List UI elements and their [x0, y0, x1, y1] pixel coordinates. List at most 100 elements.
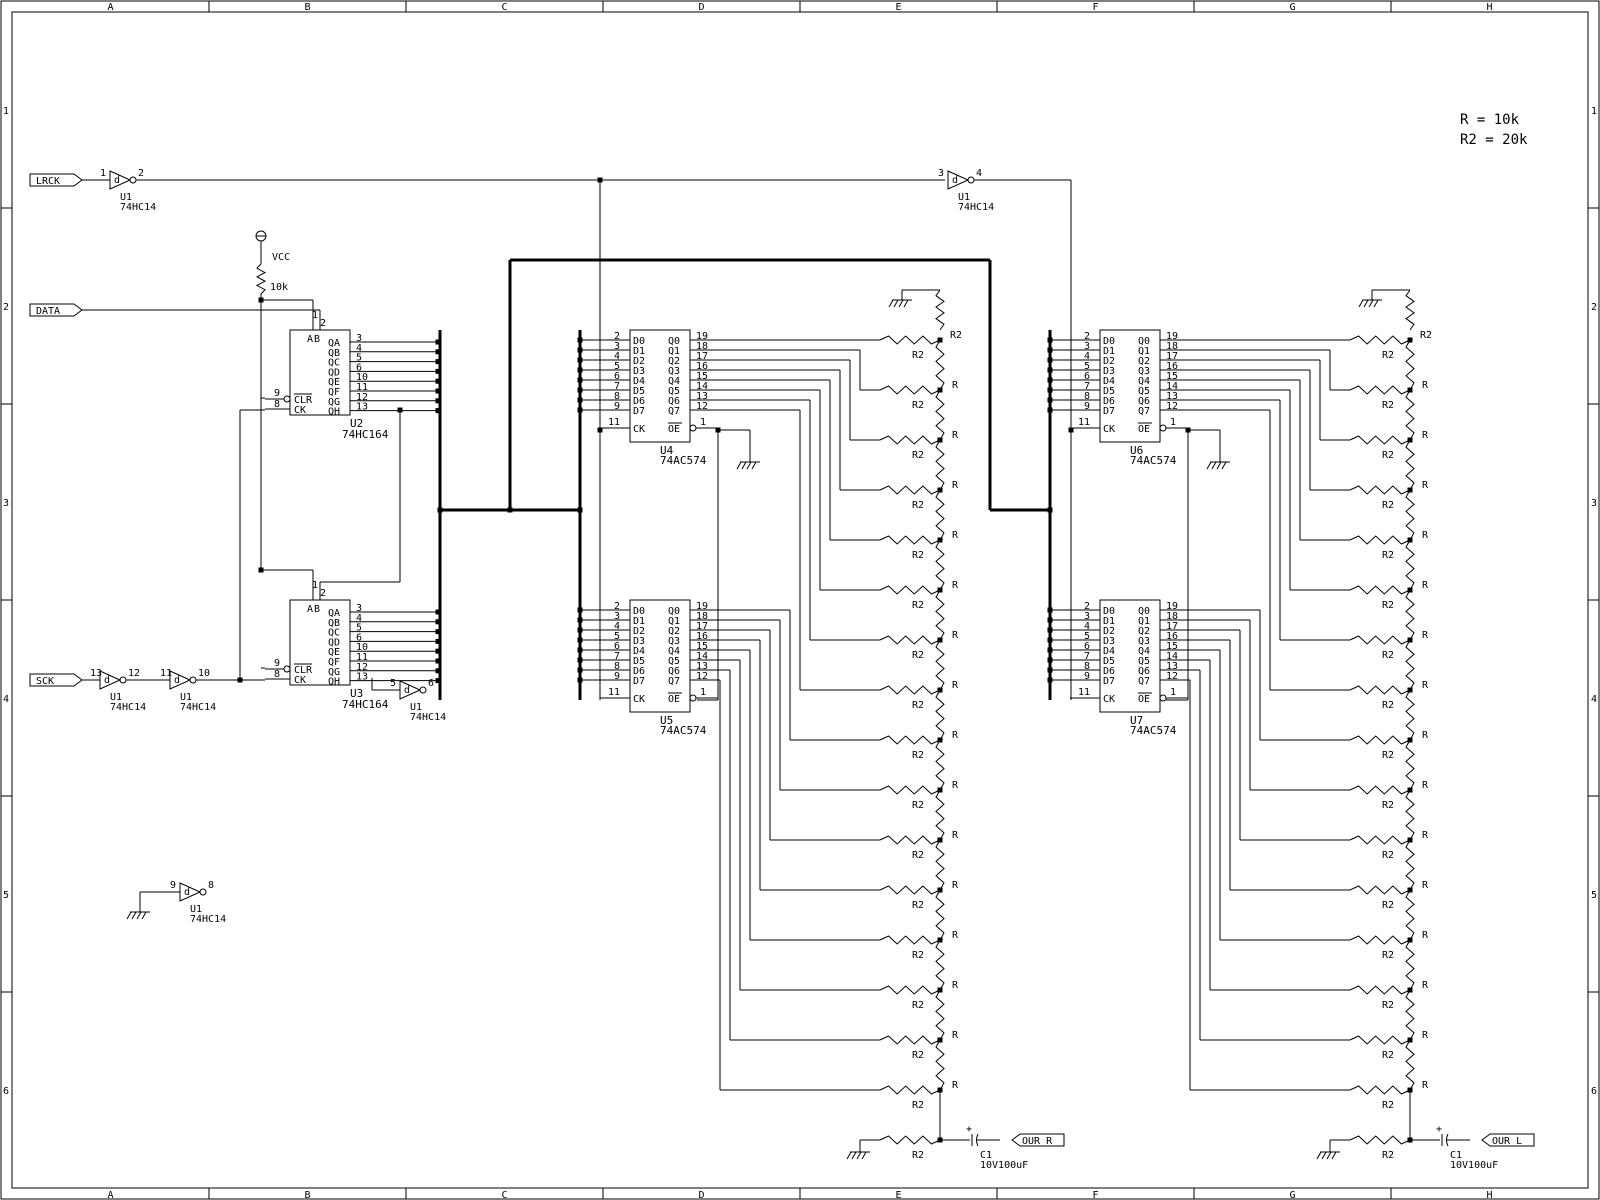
pin-number: 9	[170, 880, 176, 891]
resistor	[1349, 985, 1411, 995]
pin-name-qa: QA	[328, 608, 340, 619]
border-col-label: B	[304, 1190, 310, 1200]
resistor-value: R2	[1382, 1000, 1394, 1011]
ref-designator: U2	[350, 417, 363, 430]
resistor	[935, 839, 945, 891]
border-col-label: H	[1486, 1190, 1492, 1200]
pin-name-a: A	[307, 334, 313, 345]
resistor-value: R	[1422, 630, 1429, 641]
border-col-label: B	[304, 2, 310, 13]
resistor-value: R2	[912, 1150, 924, 1161]
resistor-value: R2	[912, 500, 924, 511]
part-number: 74AC574	[1130, 724, 1177, 737]
ref-designator: U1	[410, 702, 422, 713]
pin-number: 8	[1084, 661, 1090, 672]
pin-name-d3: D3	[1103, 366, 1115, 377]
pin-number: 2	[320, 588, 326, 599]
capacitor-value: 10V100uF	[980, 1160, 1028, 1171]
pin-number: 3	[614, 611, 620, 622]
resistor	[1405, 389, 1415, 441]
border-row-label: 6	[1591, 1086, 1597, 1097]
junction-dot	[435, 609, 441, 615]
resistor-value: R	[952, 380, 959, 391]
resistor	[1405, 539, 1415, 591]
pin-number: 1	[312, 580, 318, 591]
resistor-value: R	[952, 430, 959, 441]
pin-number: 16	[696, 631, 708, 642]
pin-name-oe: OE	[668, 694, 680, 705]
resistor	[1405, 839, 1415, 891]
pin-number: 19	[696, 331, 708, 342]
pin-name-q3: Q3	[668, 366, 680, 377]
pin-number: 16	[1166, 631, 1178, 642]
port-out-l-label: OUR_L	[1492, 1136, 1522, 1147]
port-data: DATA	[29, 303, 83, 317]
pin-number: 13	[356, 402, 368, 413]
pin-number: 4	[614, 621, 620, 632]
pin-name-d5: D5	[1103, 386, 1115, 397]
pin-name-d6: D6	[1103, 666, 1115, 677]
junction-dot	[577, 507, 583, 513]
pin-number: 9	[614, 401, 620, 412]
pin-number: 9	[1084, 401, 1090, 412]
pin-name-d1: D1	[633, 346, 645, 357]
pin-number: 13	[696, 391, 708, 402]
svg-text:d: d	[114, 175, 120, 186]
border-col-label: H	[1486, 2, 1492, 13]
border-row-label: 5	[1591, 890, 1597, 901]
pin-name-a: A	[307, 604, 313, 615]
pin-name-qb: QB	[328, 618, 340, 629]
r2r-ladder: R2R2RR2RR2RR2RR2RR2RR2RR2RR2RR2RR2RR2RR2…	[690, 289, 1028, 1171]
junction-dot	[435, 388, 441, 394]
pin-number: 11	[160, 668, 172, 679]
resistor-value: R	[952, 730, 959, 741]
pin-number: 3	[356, 603, 362, 614]
resistor	[879, 435, 941, 445]
pin-name-qe: QE	[328, 377, 340, 388]
pin-name-qh: QH	[328, 407, 340, 418]
part-number: 74HC14	[410, 712, 446, 723]
pin-number: 8	[614, 391, 620, 402]
resistor-value: R2	[1382, 350, 1394, 361]
pin-number: 12	[356, 392, 368, 403]
svg-text:d: d	[952, 175, 958, 186]
junction-dot	[577, 377, 583, 383]
resistor-value: R2	[912, 950, 924, 961]
part-number: 74HC14	[190, 914, 226, 925]
junction-dot	[435, 368, 441, 374]
pin-name-q0: Q0	[1138, 606, 1150, 617]
resistor-value: R	[952, 580, 959, 591]
resistor-value: R	[952, 1030, 959, 1041]
resistor	[935, 489, 945, 541]
pin-name-q1: Q1	[1138, 616, 1150, 627]
junction-dot	[577, 647, 583, 653]
pin-number: 4	[614, 351, 620, 362]
junction-dot	[577, 367, 583, 373]
legend-r: R = 10k	[1460, 112, 1520, 128]
resistor-value: R2	[912, 750, 924, 761]
border-col-label: E	[895, 1190, 901, 1200]
resistor	[935, 339, 945, 391]
pin-number: 6	[428, 678, 434, 689]
resistor	[1349, 1135, 1411, 1145]
pin-number: 5	[356, 353, 362, 364]
border-col-label: A	[107, 2, 113, 13]
pin-number: 5	[1084, 361, 1090, 372]
part-number: 74HC14	[120, 202, 156, 213]
pin-number: 18	[696, 611, 708, 622]
pin-number: 19	[1166, 601, 1178, 612]
junction-dot	[435, 648, 441, 654]
junction-dot	[435, 678, 441, 684]
ref-designator: C1	[1450, 1150, 1462, 1161]
pin-name-q6: Q6	[1138, 666, 1150, 677]
resistor-value: R	[1422, 580, 1429, 591]
gnd-u4	[736, 461, 760, 470]
resistor	[1405, 689, 1415, 741]
resistor	[1405, 789, 1415, 841]
pin-number: 5	[390, 678, 396, 689]
resistor	[1349, 535, 1411, 545]
resistor	[1349, 885, 1411, 895]
part-number: 74AC574	[1130, 454, 1177, 467]
